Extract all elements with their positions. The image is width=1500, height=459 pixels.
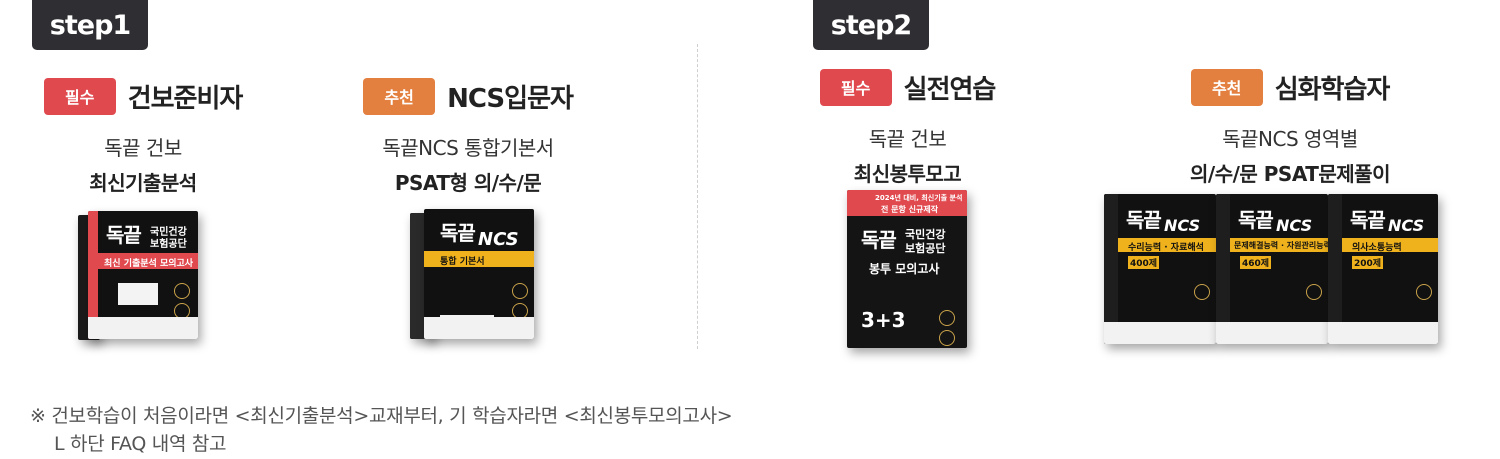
column-practice: 필수 실전연습 독끝 건보 최신봉투모고 [800, 67, 1015, 187]
book-cover-mock-test[interactable]: 2024년 대비, 최신기출 분석 전 문항 신규제작 독끝 국민건강 보험공단… [845, 190, 969, 350]
book-cover-ncs-set[interactable]: 독끝 NCS 수리능력 · 자료해석 400제 독끝 NCS 문제해결능력 · … [1104, 192, 1440, 347]
required-badge: 필수 [819, 68, 892, 106]
step-divider [697, 44, 698, 349]
book-name: 최신봉투모고 [853, 162, 962, 186]
book-series: 독끝NCS 통합기본서 [382, 136, 554, 160]
column-title: 실전연습 [903, 74, 997, 105]
recommended-badge: 추천 [363, 77, 436, 115]
book-cover-ncs-integrated[interactable]: 독끝 NCS 통합 기본서 [410, 205, 540, 345]
required-badge: 필수 [43, 77, 116, 115]
column-title: 심화학습자 [1274, 74, 1391, 105]
book-name: 최신기출분석 [89, 171, 197, 195]
book-series: 독끝 건보 [104, 136, 182, 160]
step1-tab: step1 [32, 0, 148, 50]
footnote-line1: ※ 건보학습이 처음이라면 <최신기출분석>교재부터, 기 학습자라면 <최신봉… [30, 405, 733, 427]
column-title: 건보준비자 [127, 83, 244, 114]
column-title: NCS입문자 [447, 83, 574, 114]
recommended-badge: 추천 [1190, 68, 1263, 106]
book-series: 독끝NCS 영역별 [1222, 127, 1358, 151]
column-advanced: 추천 심화학습자 독끝NCS 영역별 의/수/문 PSAT문제풀이 [1150, 67, 1430, 187]
column-health-prep: 필수 건보준비자 독끝 건보 최신기출분석 [28, 76, 258, 196]
book-name: 의/수/문 PSAT문제풀이 [1189, 162, 1391, 186]
footnote: ※ 건보학습이 처음이라면 <최신기출분석>교재부터, 기 학습자라면 <최신봉… [30, 402, 733, 458]
column-ncs-beginner: 추천 NCS입문자 독끝NCS 통합기본서 PSAT형 의/수/문 [348, 76, 588, 196]
footnote-line2: L 하단 FAQ 내역 참고 [54, 433, 227, 455]
book-cover-health-analysis[interactable]: 독끝 국민건강 보험공단 최신 기출분석 모의고사 [78, 205, 208, 345]
book-name: PSAT형 의/수/문 [394, 171, 542, 195]
step2-tab: step2 [813, 0, 929, 50]
book-series: 독끝 건보 [868, 127, 947, 151]
